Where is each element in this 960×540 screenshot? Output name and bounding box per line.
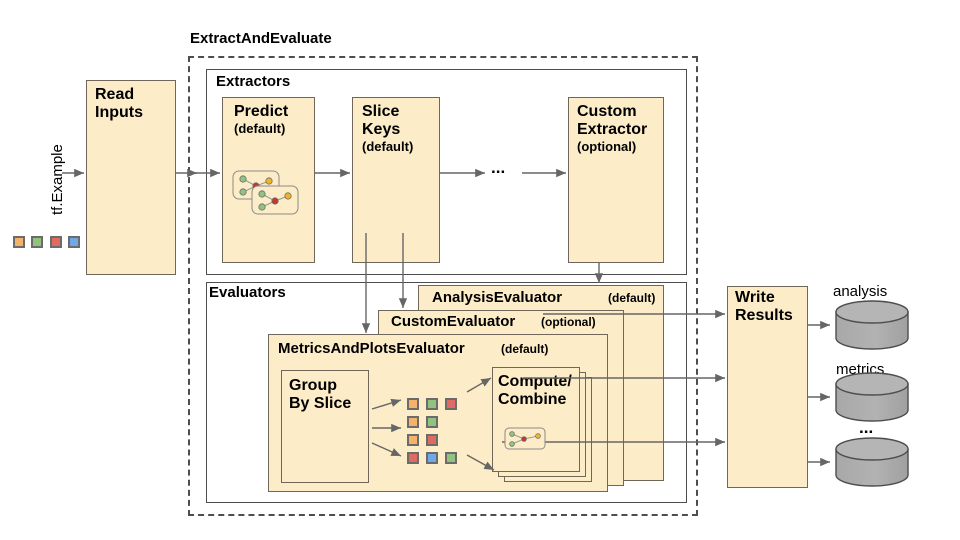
slice-swatch-r2c0: [407, 434, 419, 446]
slice-keys-title: Slice Keys: [362, 103, 401, 138]
write-results-node[interactable]: [727, 286, 808, 488]
metrics-and-plots-evaluator-subtitle: (default): [501, 342, 549, 356]
slice-swatch-r0c2: [445, 398, 457, 410]
input-swatch-2: [50, 236, 62, 248]
slice-swatch-r3c2: [445, 452, 457, 464]
slice-swatch-r0c0: [407, 398, 419, 410]
compute-combine-title: Compute/ Combine: [498, 373, 572, 408]
slice-keys-node[interactable]: [352, 97, 440, 263]
extract-and-evaluate-region: [188, 56, 698, 516]
extract-and-evaluate-title: ExtractAndEvaluate: [190, 30, 332, 47]
slice-swatch-r3c1: [426, 452, 438, 464]
predict-title: Predict: [234, 103, 289, 120]
write-results-title: Write Results: [735, 289, 793, 324]
analysis-evaluator-title: AnalysisEvaluator: [432, 289, 563, 306]
input-swatch-0: [13, 236, 25, 248]
custom-extractor-node[interactable]: [568, 97, 664, 263]
custom-evaluator-subtitle: (optional): [541, 315, 596, 329]
output-label-metrics: metrics: [836, 361, 885, 378]
output-label-analysis: analysis: [833, 283, 888, 300]
group-by-slice-node[interactable]: [281, 370, 369, 483]
read-inputs-node[interactable]: [86, 80, 176, 275]
output-label-ellipsis: ...: [859, 418, 874, 437]
extractor-ellipsis: ...: [491, 158, 506, 177]
other-store-cylinder: [835, 437, 909, 487]
predict-subtitle: (default): [234, 121, 286, 136]
metrics-store-cylinder: [835, 372, 909, 422]
compute-combine-node[interactable]: [492, 367, 580, 472]
evaluators-title: Evaluators: [209, 284, 286, 301]
custom-extractor-subtitle: (optional): [577, 139, 637, 154]
input-swatch-1: [31, 236, 43, 248]
input-swatch-3: [68, 236, 80, 248]
extractors-title: Extractors: [216, 73, 291, 90]
slice-swatch-r2c1: [426, 434, 438, 446]
read-inputs-title: Read Inputs: [95, 86, 143, 121]
slice-swatch-r0c1: [426, 398, 438, 410]
tf-example-label: tf.Example: [49, 144, 66, 215]
analysis-evaluator-subtitle: (default): [608, 291, 656, 305]
slice-swatch-r1c1: [426, 416, 438, 428]
analysis-store-cylinder: [835, 300, 909, 350]
custom-evaluator-title: CustomEvaluator: [391, 313, 516, 330]
slice-swatch-r3c0: [407, 452, 419, 464]
custom-extractor-title: Custom Extractor: [577, 103, 648, 138]
metrics-and-plots-evaluator-title: MetricsAndPlotsEvaluator: [278, 340, 465, 357]
slice-keys-subtitle: (default): [362, 139, 414, 154]
group-by-slice-title: Group By Slice: [289, 377, 352, 412]
slice-swatch-r1c0: [407, 416, 419, 428]
